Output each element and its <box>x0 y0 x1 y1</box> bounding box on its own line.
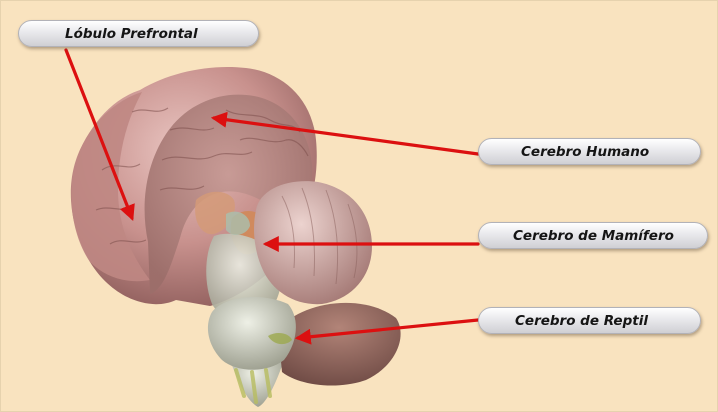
pons <box>208 297 296 370</box>
label-cerebro-mamifero: Cerebro de Mamífero <box>478 222 708 249</box>
label-text: Cerebro Humano <box>521 144 649 160</box>
label-cerebro-reptil: Cerebro de Reptil <box>478 307 701 334</box>
label-text: Cerebro de Mamífero <box>513 228 674 244</box>
label-text: Cerebro de Reptil <box>515 313 648 329</box>
label-cerebro-humano: Cerebro Humano <box>478 138 701 165</box>
label-text: Lóbulo Prefrontal <box>65 26 198 42</box>
label-lobulo-prefrontal: Lóbulo Prefrontal <box>18 20 259 47</box>
cerebellum-lower-lobe <box>278 303 401 386</box>
